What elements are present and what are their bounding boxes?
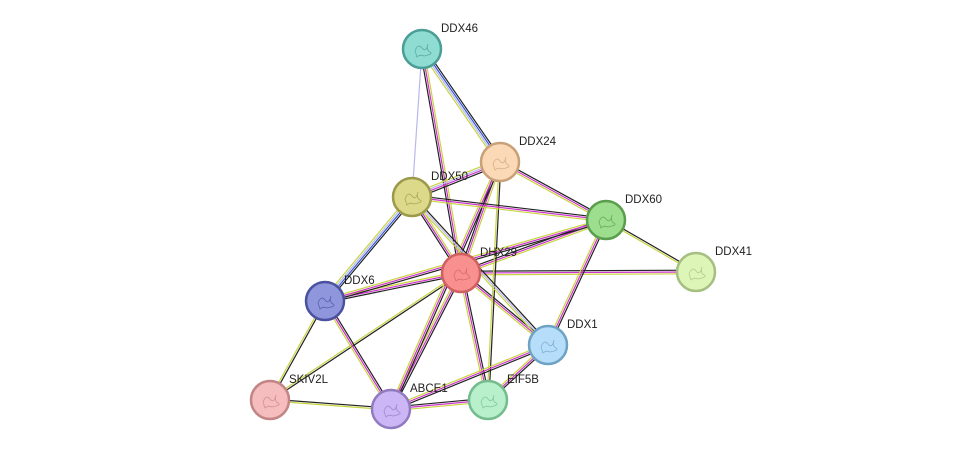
node-skiv2l[interactable]: SKIV2L	[249, 374, 329, 421]
protein-structure-icon	[492, 156, 510, 171]
node-circle[interactable]	[391, 176, 433, 218]
edge-line-textmining	[389, 342, 548, 408]
edge-ddx6-abce1[interactable]	[322, 299, 394, 411]
protein-structure-icon	[317, 295, 335, 310]
edge-line-coexpression	[392, 273, 464, 411]
node-ddx46[interactable]: DDX46	[401, 23, 478, 70]
edge-dhx29-ddx46[interactable]	[419, 48, 464, 274]
node-ddx41[interactable]: DDX41	[675, 246, 752, 293]
node-circle[interactable]	[675, 251, 717, 293]
node-circle[interactable]	[467, 379, 509, 421]
edge-ddx50-ddx60[interactable]	[411, 194, 607, 223]
edge-line-coexpression	[325, 299, 394, 409]
edge-line-coexpression	[419, 48, 460, 274]
protein-structure-icon	[414, 43, 432, 58]
protein-structure-icon	[383, 403, 401, 418]
edge-ddx1-abce1[interactable]	[389, 342, 550, 412]
edge-line-textmining	[322, 301, 391, 411]
node-label: DDX46	[441, 23, 478, 35]
node-circle[interactable]	[479, 141, 521, 183]
edge-line-textmining	[411, 198, 607, 223]
node-label: DHX29	[480, 247, 517, 259]
node-label: DDX6	[344, 275, 375, 287]
protein-structure-icon	[404, 191, 422, 206]
node-label: SKIV2L	[289, 374, 329, 386]
edge-line-coexpression	[412, 195, 550, 345]
edge-line-coexpression	[488, 161, 502, 401]
node-circle[interactable]	[527, 324, 569, 366]
node-label: DDX60	[625, 194, 662, 206]
edge-line-textmining	[461, 221, 608, 276]
edge-line-coexpression	[326, 198, 415, 304]
edge-dhx29-skiv2l[interactable]	[268, 271, 463, 402]
edge-line-experiments	[460, 272, 489, 401]
node-ddx50[interactable]: DDX50	[391, 171, 468, 218]
edge-line-textmining	[268, 271, 462, 400]
node-ddx6[interactable]: DDX6	[304, 275, 375, 322]
edge-ddx50-ddx6[interactable]	[322, 194, 415, 304]
node-label: DDX1	[567, 319, 598, 331]
edge-line-databases	[422, 47, 502, 163]
edge-line-databases	[325, 196, 414, 303]
nodes-layer: DHX29 DDX46DDX24DDX50DDX60DDX41DDX6DDX1SK…	[249, 23, 752, 430]
edge-line-homology	[411, 48, 423, 198]
node-ddx24[interactable]: DDX24	[479, 136, 557, 183]
edge-line-homology	[420, 48, 500, 164]
edges-layer	[268, 46, 698, 412]
edge-line-experiments	[460, 271, 697, 274]
edge-line-experiments	[421, 48, 462, 274]
edge-line-textmining	[423, 48, 464, 274]
edge-line-textmining	[458, 272, 487, 401]
protein-structure-icon	[598, 214, 616, 229]
edge-line-coexpression	[411, 194, 607, 219]
node-circle[interactable]	[370, 388, 412, 430]
edge-line-homology	[323, 195, 412, 302]
protein-structure-icon	[480, 394, 498, 409]
edge-ddx24-eif5b[interactable]	[486, 161, 502, 401]
node-ddx1[interactable]: DDX1	[527, 319, 598, 366]
edge-line-coexpression	[391, 346, 550, 412]
edge-ddx46-ddx50[interactable]	[411, 48, 423, 198]
node-label: DDX41	[715, 246, 752, 258]
protein-structure-icon	[453, 267, 471, 282]
edge-dhx29-eif5b[interactable]	[458, 272, 491, 401]
node-circle[interactable]	[249, 379, 291, 421]
node-circle[interactable]	[440, 252, 482, 294]
protein-structure-icon	[262, 394, 280, 409]
edge-line-coexpression	[269, 273, 463, 402]
edge-ddx46-ddx24[interactable]	[419, 46, 503, 165]
edge-line-textmining	[545, 218, 605, 345]
node-label: DDX50	[431, 171, 468, 183]
edge-line-textmining	[322, 194, 411, 300]
edge-line-coexpression	[324, 274, 462, 304]
protein-structure-icon	[540, 339, 558, 354]
edge-line-coexpression	[460, 269, 697, 272]
edge-line-coexpression	[462, 272, 491, 401]
edge-line-coexpression	[549, 220, 609, 347]
node-dhx29[interactable]: DHX29	[440, 247, 517, 294]
edge-line-experiments	[547, 219, 607, 346]
node-circle[interactable]	[304, 280, 346, 322]
edge-line-coexpression	[423, 46, 503, 162]
node-ddx60[interactable]: DDX60	[585, 194, 662, 241]
edge-line-experiments	[324, 300, 392, 410]
protein-structure-icon	[688, 266, 706, 281]
node-circle[interactable]	[401, 28, 443, 70]
node-label: DDX24	[519, 136, 557, 148]
node-circle[interactable]	[585, 199, 627, 241]
edge-line-experiments	[390, 344, 549, 410]
edge-line-textmining	[388, 160, 499, 409]
edge-line-experiments	[411, 196, 607, 221]
node-label: EIF5B	[507, 374, 539, 386]
node-label: ABCE1	[410, 383, 448, 395]
node-abce1[interactable]: ABCE1	[370, 383, 448, 430]
node-eif5b[interactable]: EIF5B	[467, 374, 539, 421]
edge-line-textmining	[419, 49, 499, 165]
edge-line-textmining	[486, 161, 500, 401]
edge-ddx60-ddx1[interactable]	[545, 218, 609, 347]
